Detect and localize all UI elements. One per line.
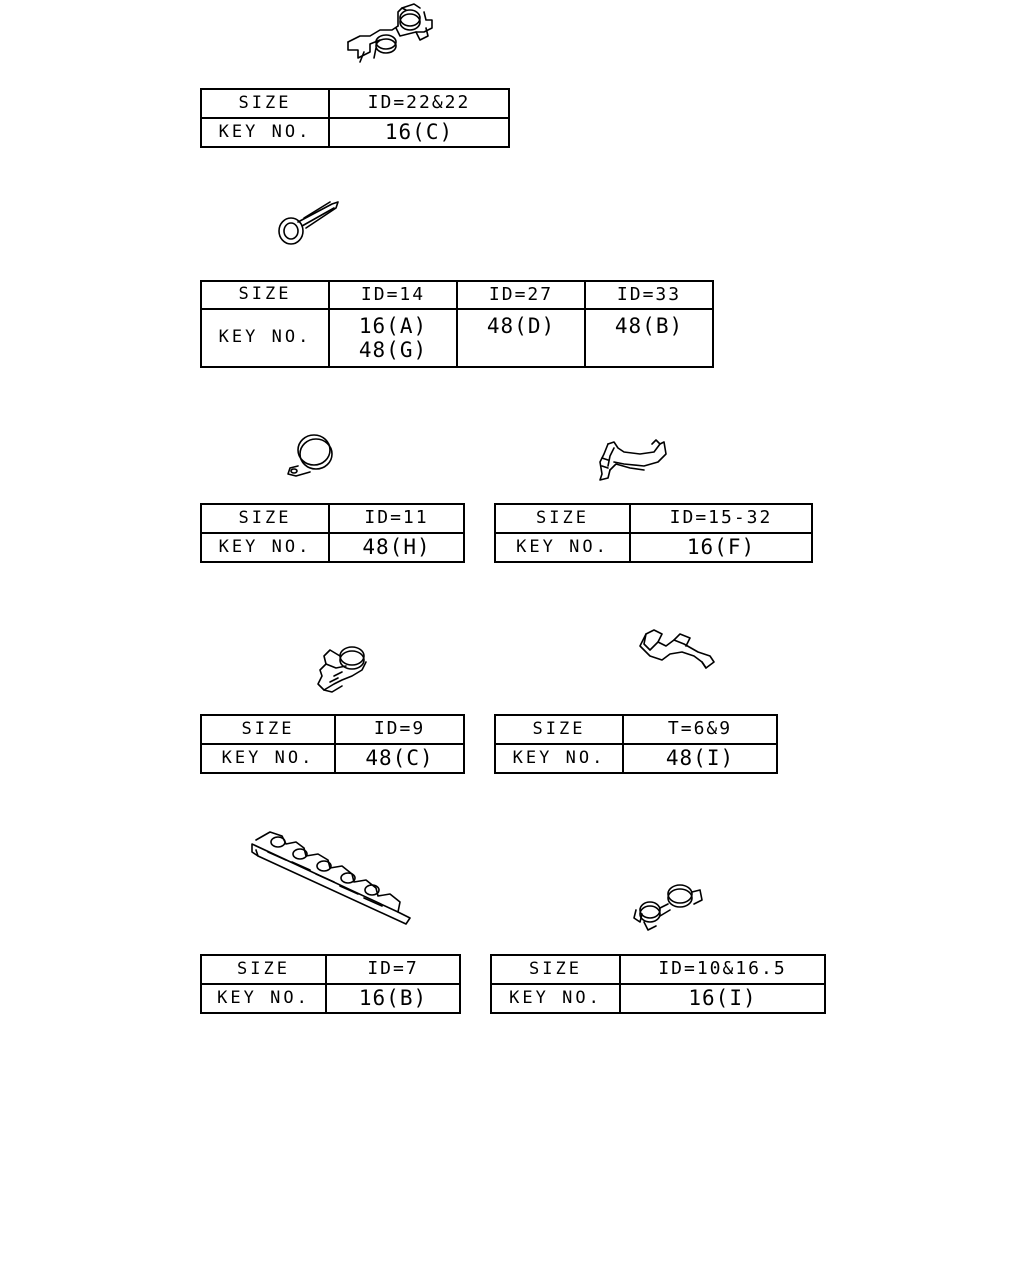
spec-table-5: SIZE ID=9 KEY NO. 48(C)	[200, 714, 465, 774]
hose-band-clamp-icon	[276, 196, 342, 252]
p-clip-icon	[284, 430, 340, 482]
spec-table-1: SIZE ID=22&22 KEY NO. 16(C)	[200, 88, 510, 148]
key-no-label: KEY NO.	[200, 117, 330, 148]
key-no-label: KEY NO.	[494, 532, 631, 563]
spec-table-4: SIZE ID=15-32 KEY NO. 16(F)	[494, 503, 813, 563]
key-no-label: KEY NO.	[490, 983, 621, 1014]
key-no-value: 48(C)	[334, 743, 465, 774]
size-value: ID=27	[456, 280, 586, 310]
size-label: SIZE	[200, 88, 330, 119]
size-value: ID=7	[325, 954, 461, 985]
multi-pipe-holder-icon	[248, 822, 414, 926]
spec-table-7: SIZE ID=7 KEY NO. 16(B)	[200, 954, 461, 1014]
key-no-label: KEY NO.	[200, 983, 327, 1014]
size-value: ID=11	[328, 503, 465, 534]
spring-clip-icon	[636, 626, 718, 674]
key-no-label: KEY NO.	[200, 743, 336, 774]
spec-table-6: SIZE T=6&9 KEY NO. 48(I)	[494, 714, 778, 774]
snap-clip-icon	[594, 434, 670, 484]
key-no-value-line: 16(A)	[358, 313, 428, 338]
spec-table-3: SIZE ID=11 KEY NO. 48(H)	[200, 503, 465, 563]
size-label: SIZE	[494, 714, 624, 745]
key-no-label: KEY NO.	[494, 743, 624, 774]
key-no-value: 16(F)	[629, 532, 813, 563]
key-no-value: 16(I)	[619, 983, 826, 1014]
key-no-value: 16(B)	[325, 983, 461, 1014]
spec-table-8: SIZE ID=10&16.5 KEY NO. 16(I)	[490, 954, 826, 1014]
key-no-value: 48(H)	[328, 532, 465, 563]
key-no-label: KEY NO.	[200, 308, 330, 368]
key-no-value: 48(D)	[456, 308, 586, 368]
key-no-value-line: 48(G)	[358, 338, 428, 362]
size-value: ID=9	[334, 714, 465, 745]
key-no-label: KEY NO.	[200, 532, 330, 563]
pipe-clip-icon	[312, 640, 372, 696]
size-label: SIZE	[494, 503, 631, 534]
key-no-value: 16(C)	[328, 117, 510, 148]
size-value: ID=10&16.5	[619, 954, 826, 985]
size-value: T=6&9	[622, 714, 778, 745]
size-label: SIZE	[200, 503, 330, 534]
twin-pipe-clamp-icon	[630, 878, 706, 934]
size-label: SIZE	[200, 280, 330, 310]
size-value: ID=33	[584, 280, 714, 310]
key-no-value: 16(A) 48(G)	[328, 308, 458, 368]
key-no-value: 48(I)	[622, 743, 778, 774]
double-pipe-clamp-icon	[340, 2, 440, 68]
key-no-value: 48(B)	[584, 308, 714, 368]
size-value: ID=15-32	[629, 503, 813, 534]
size-value: ID=14	[328, 280, 458, 310]
size-label: SIZE	[490, 954, 621, 985]
size-value: ID=22&22	[328, 88, 510, 119]
size-label: SIZE	[200, 954, 327, 985]
spec-table-2: SIZE ID=14 ID=27 ID=33 KEY NO. 16(A) 48(…	[200, 280, 714, 368]
size-label: SIZE	[200, 714, 336, 745]
